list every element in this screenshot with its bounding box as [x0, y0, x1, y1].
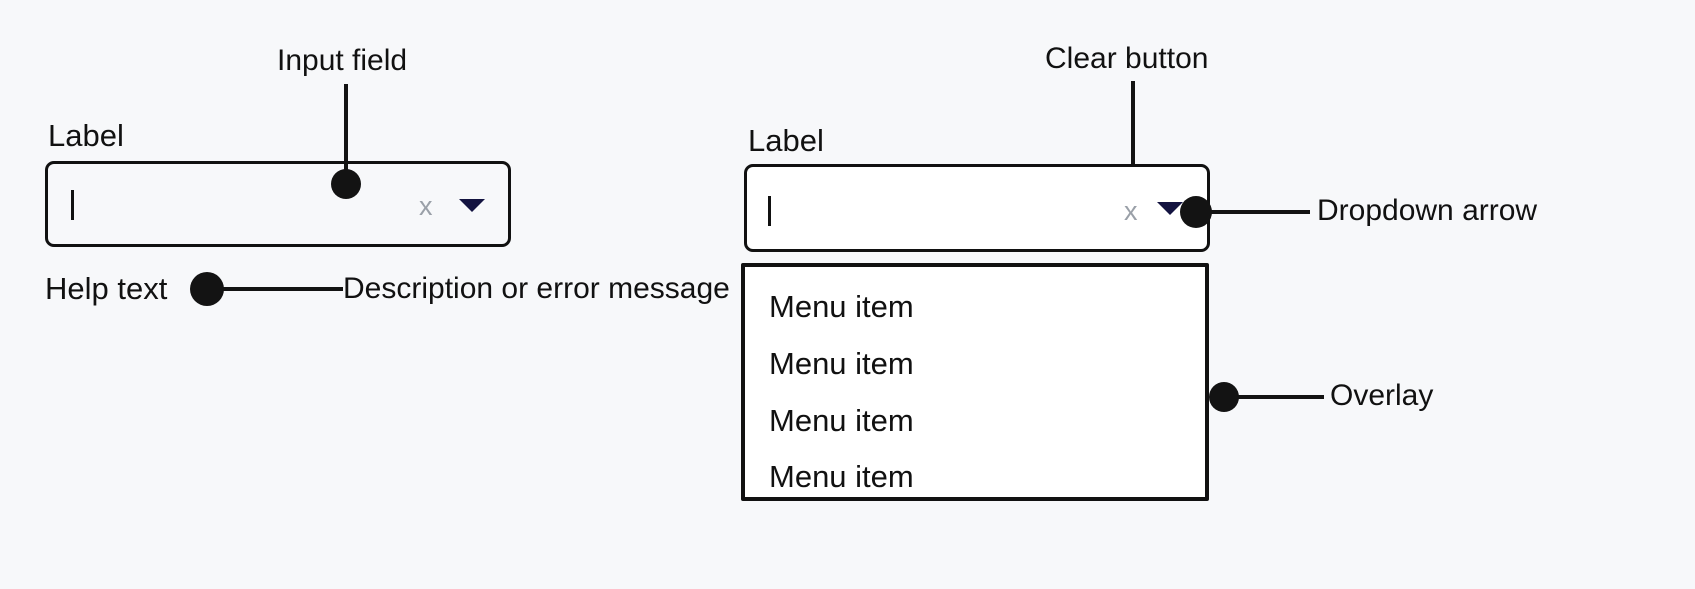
- menu-item[interactable]: Menu item: [769, 403, 914, 438]
- menu-item[interactable]: Menu item: [769, 346, 914, 381]
- left-combobox-input[interactable]: [45, 161, 511, 247]
- annotation-label-overlay: Overlay: [1330, 379, 1434, 412]
- left-field-label: Label: [48, 118, 124, 153]
- right-clear-button[interactable]: x: [1124, 196, 1138, 226]
- annotation-label-help-text-description: Description or error message: [343, 272, 730, 305]
- annotation-dot-dropdown-arrow: [1180, 196, 1212, 228]
- dropdown-overlay-menu[interactable]: Menu item Menu item Menu item Menu item: [741, 263, 1209, 501]
- annotation-dot-input-field: [331, 169, 361, 199]
- annotation-label-clear-button: Clear button: [1045, 42, 1209, 75]
- menu-item[interactable]: Menu item: [769, 289, 914, 324]
- left-dropdown-arrow-icon[interactable]: [459, 199, 485, 212]
- annotation-leader-line-clear-button: [1131, 81, 1135, 180]
- annotation-label-input-field: Input field: [277, 44, 408, 77]
- left-text-caret: [71, 190, 74, 220]
- left-clear-button[interactable]: x: [419, 191, 433, 221]
- right-field-label: Label: [748, 123, 824, 158]
- annotation-leader-line-overlay: [1234, 395, 1324, 399]
- right-combobox-input[interactable]: [744, 164, 1210, 252]
- right-dropdown-arrow-icon[interactable]: [1157, 202, 1183, 215]
- annotation-label-dropdown-arrow: Dropdown arrow: [1317, 194, 1538, 227]
- left-help-text: Help text: [45, 271, 168, 306]
- annotation-leader-line-help-text: [218, 287, 343, 291]
- annotation-leader-line-input-field: [344, 84, 348, 182]
- menu-item[interactable]: Menu item: [769, 459, 914, 494]
- annotation-leader-line-dropdown-arrow: [1207, 210, 1310, 214]
- right-text-caret: [768, 196, 771, 226]
